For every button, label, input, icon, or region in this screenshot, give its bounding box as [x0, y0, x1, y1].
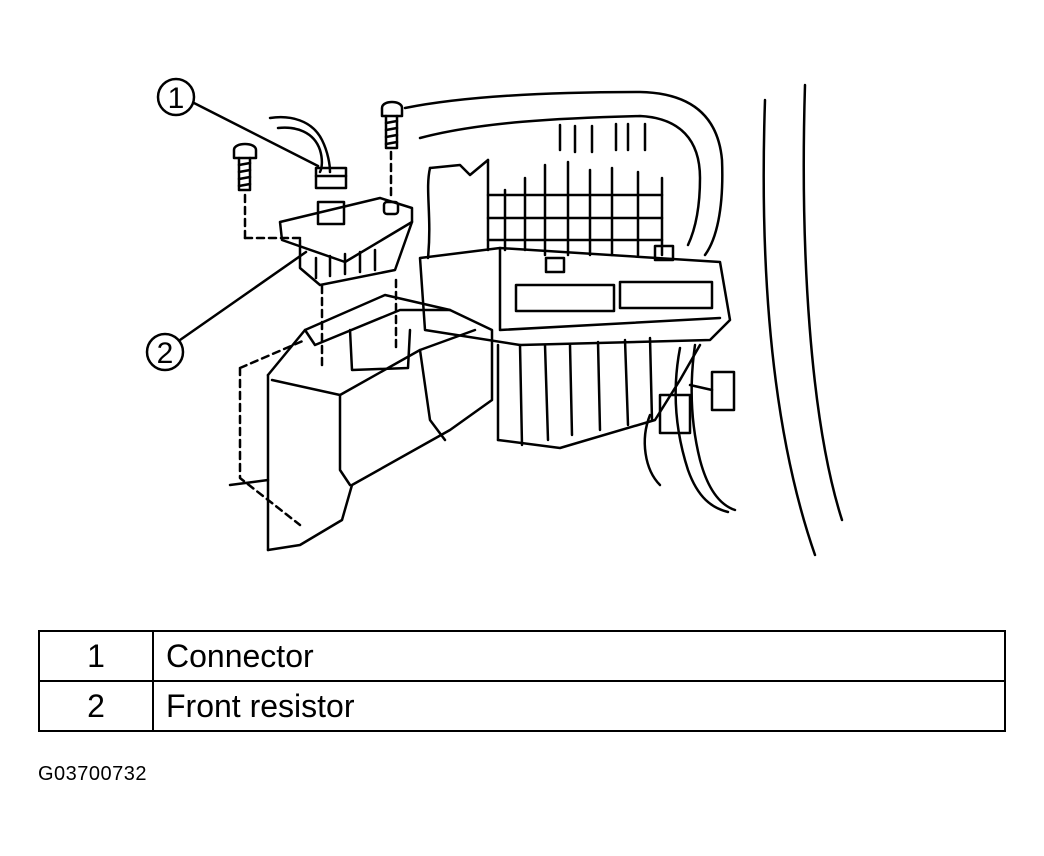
- front-resistor-part: [278, 196, 414, 372]
- callout-2-number: 2: [157, 337, 174, 370]
- connector-part: [268, 116, 348, 190]
- blower-resistor-illustration: 1 2: [145, 77, 844, 557]
- legend-description: Front resistor: [152, 680, 1006, 732]
- wire-harness: [403, 90, 724, 257]
- side-harness: [643, 343, 737, 514]
- legend-number: 2: [38, 680, 154, 732]
- duct-housing: [228, 293, 494, 552]
- blower-unit: [418, 158, 732, 450]
- legend-description: Connector: [152, 630, 1006, 682]
- screw-upper: [380, 100, 404, 202]
- legend-row: 2 Front resistor: [38, 680, 1006, 732]
- callout-1-number: 1: [168, 82, 185, 115]
- legend-number: 1: [38, 630, 154, 682]
- legend-table: 1 Connector 2 Front resistor: [38, 630, 1006, 732]
- trim-panel: [762, 83, 844, 557]
- callout-1: 1: [156, 77, 320, 168]
- figure-id: G03700732: [38, 763, 148, 785]
- legend-row: 1 Connector: [38, 630, 1006, 682]
- callout-2: 2: [145, 250, 308, 372]
- screw-lower: [232, 142, 302, 240]
